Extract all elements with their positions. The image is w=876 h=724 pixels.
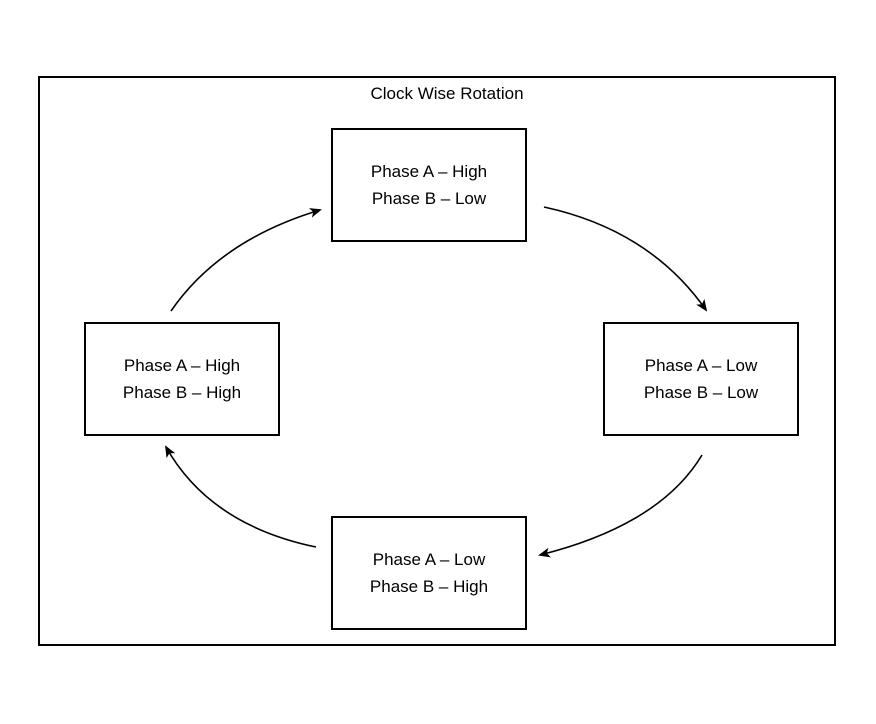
- arrow-bottom-to-left: [165, 445, 317, 548]
- state-box-bottom: Phase A – Low Phase B – High: [331, 516, 527, 630]
- diagram-frame: [38, 76, 836, 646]
- state-box-top: Phase A – High Phase B – Low: [331, 128, 527, 242]
- arrow-left-to-top: [170, 208, 322, 312]
- arrow-top-to-right: [543, 206, 708, 312]
- state-right-phase-b: Phase B – Low: [643, 383, 759, 402]
- state-right-phase-a: Phase A – Low: [644, 356, 758, 375]
- state-left-phase-b: Phase B – High: [122, 383, 242, 402]
- state-bottom-phase-a: Phase A – Low: [372, 550, 486, 569]
- state-box-left: Phase A – High Phase B – High: [84, 322, 280, 436]
- state-box-right: Phase A – Low Phase B – Low: [603, 322, 799, 436]
- arrow-right-to-bottom: [538, 454, 703, 558]
- state-top-phase-a: Phase A – High: [370, 162, 488, 181]
- state-left-phase-a: Phase A – High: [123, 356, 241, 375]
- state-top-phase-b: Phase B – Low: [371, 189, 487, 208]
- state-bottom-phase-b: Phase B – High: [369, 577, 489, 596]
- diagram-title: Clock Wise Rotation: [370, 84, 524, 103]
